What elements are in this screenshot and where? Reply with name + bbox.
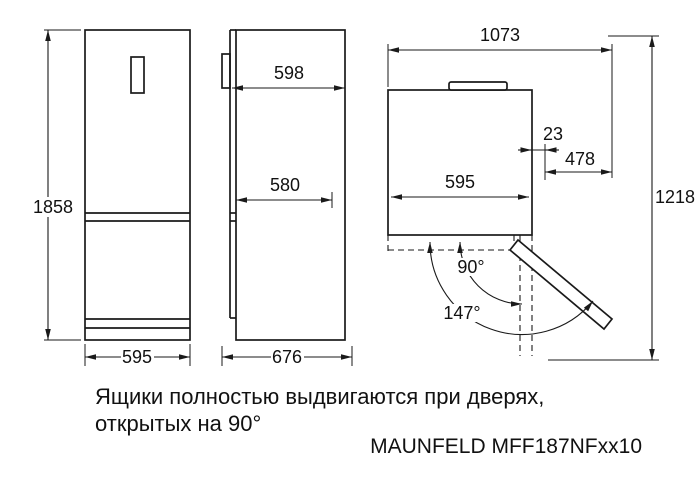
side-depth-door-label: 598 [274,63,304,83]
open-door-147 [508,238,614,331]
top-open-depth-dimension: 1218 [548,35,695,361]
angle-90-label: 90° [457,257,484,277]
side-depth-body-dimension: 580 [236,175,333,208]
top-width-dimension: 595 [391,172,529,200]
top-width-label: 595 [445,172,475,192]
top-extension-dimension: 478 [545,149,612,175]
top-rear-spacer [448,81,508,91]
side-depth-door-dimension: 598 [232,63,345,91]
side-view: 598 580 676 [221,29,353,367]
caption-line-1: Ящики полностью выдвигаются при дверях, [95,384,544,409]
top-view: 90° 147° 1073 595 23 478 [387,25,695,361]
model-name: MAUNFELD MFF187NFxx10 [370,435,642,458]
front-door-handle [130,56,145,94]
side-depth-total-dimension: 676 [221,346,353,367]
caption-block: Ящики полностью выдвигаются при дверях, … [95,384,642,458]
label-mask [441,304,483,322]
front-width-label: 595 [122,347,152,367]
front-height-label: 1858 [33,197,73,217]
door-swing-arcs: 90° 147° [427,241,594,335]
top-door-offset-label: 23 [543,124,563,144]
top-open-width-dimension: 1073 [387,25,613,178]
front-width-dimension: 595 [84,344,191,367]
label-mask [31,197,76,217]
front-height-dimension: 1858 [31,29,81,341]
label-mask [121,348,154,366]
top-extension-label: 478 [565,149,595,169]
caption-line-2: открытых на 90° [95,411,261,436]
angle-147-label: 147° [443,303,480,323]
side-handle [221,53,231,89]
side-depth-total-label: 676 [272,347,302,367]
arc-147 [427,241,594,335]
side-body-outline [235,29,346,341]
top-open-depth-label: 1218 [655,187,695,207]
side-depth-body-label: 580 [270,175,300,195]
top-open-width-label: 1073 [480,25,520,45]
top-body-outline [387,89,533,236]
label-mask [271,348,304,366]
front-body-outline [84,29,191,341]
front-view: 1858 595 [31,29,191,367]
